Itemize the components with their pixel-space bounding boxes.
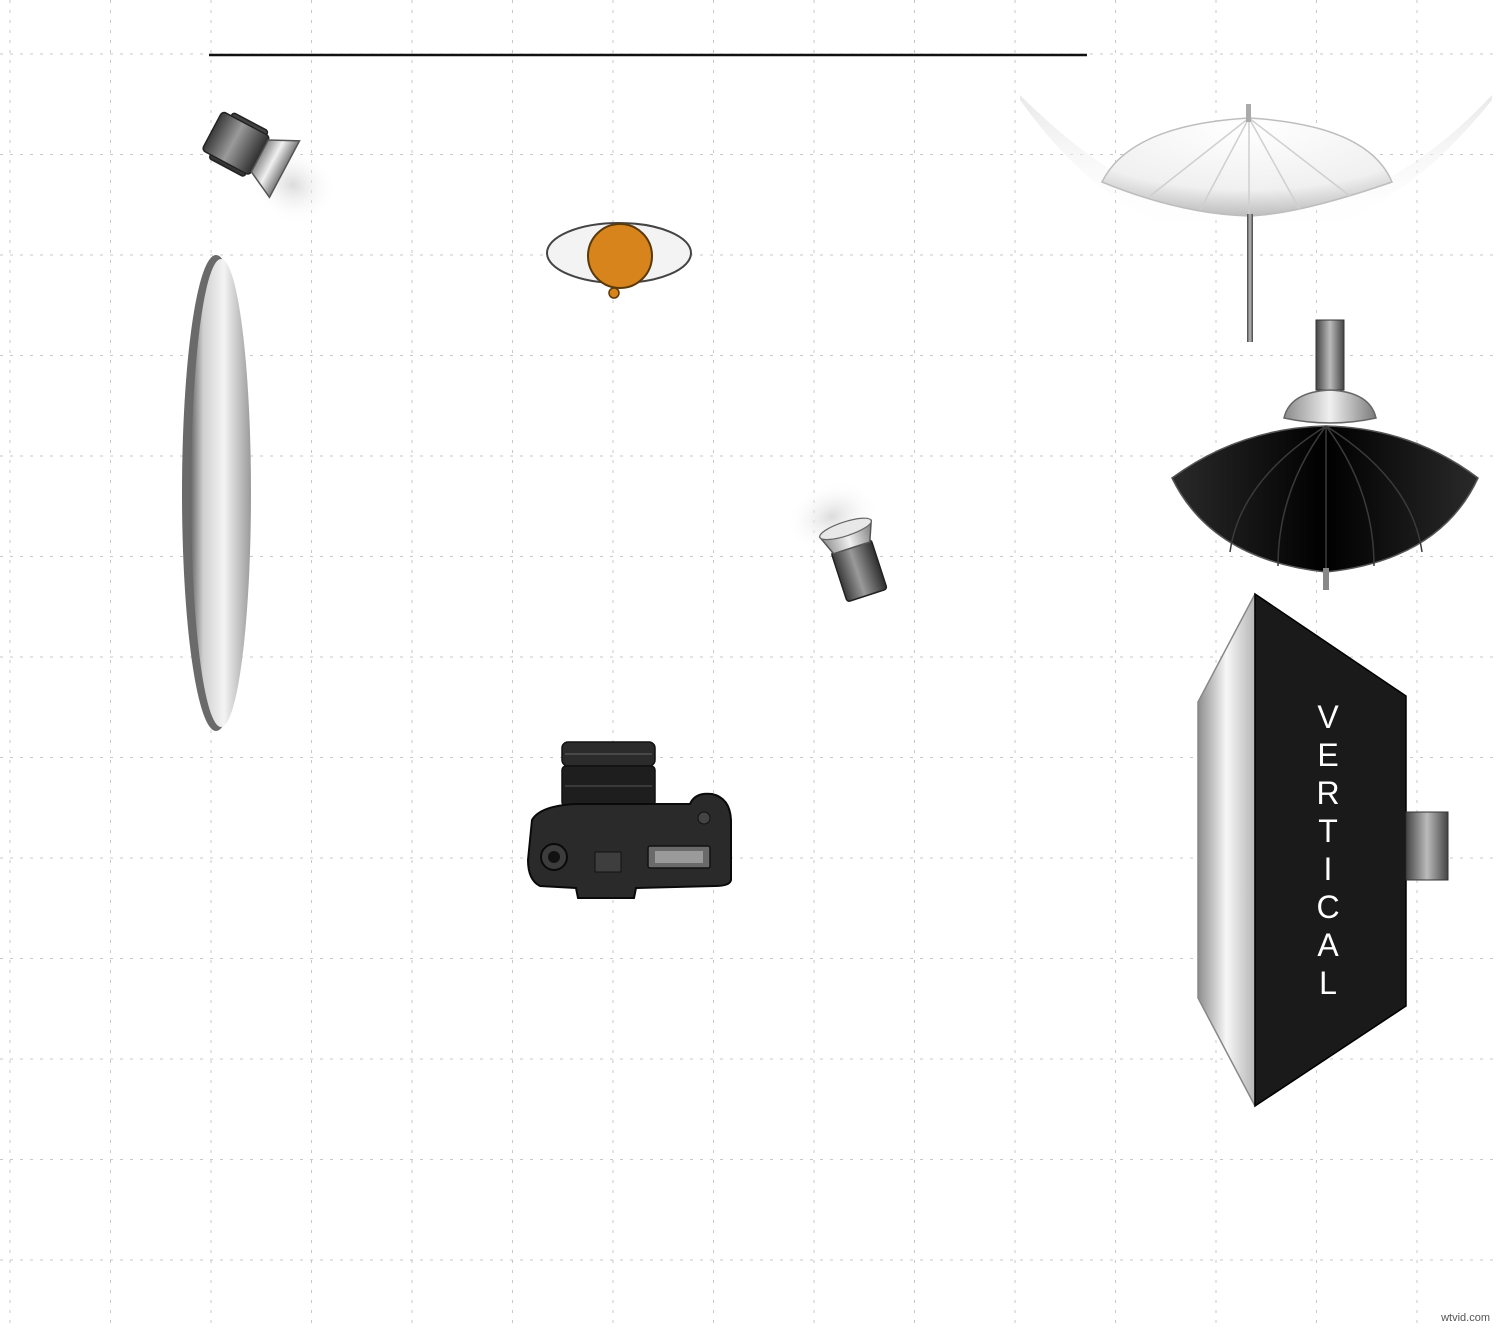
softbox-label-letter: T <box>1318 813 1338 849</box>
subject-icon <box>546 222 692 299</box>
hair-light-icon <box>202 111 337 225</box>
softbox-label-letter: C <box>1316 889 1339 925</box>
reflector-icon <box>182 255 251 731</box>
softbox-label-letter: R <box>1316 775 1339 811</box>
watermark: wtvid.com <box>1441 1312 1490 1324</box>
softbox-label-letter: I <box>1324 851 1333 887</box>
softbox-label-letter: E <box>1317 737 1338 773</box>
white-umbrella-icon <box>1020 95 1492 342</box>
softbox-label-letter: A <box>1317 927 1339 963</box>
camera-icon <box>526 741 732 899</box>
softbox-label-letter: V <box>1317 699 1339 735</box>
black-umbrella-icon <box>1171 319 1479 590</box>
fill-light-icon <box>785 480 888 602</box>
softbox-label-letter: L <box>1319 965 1337 1001</box>
